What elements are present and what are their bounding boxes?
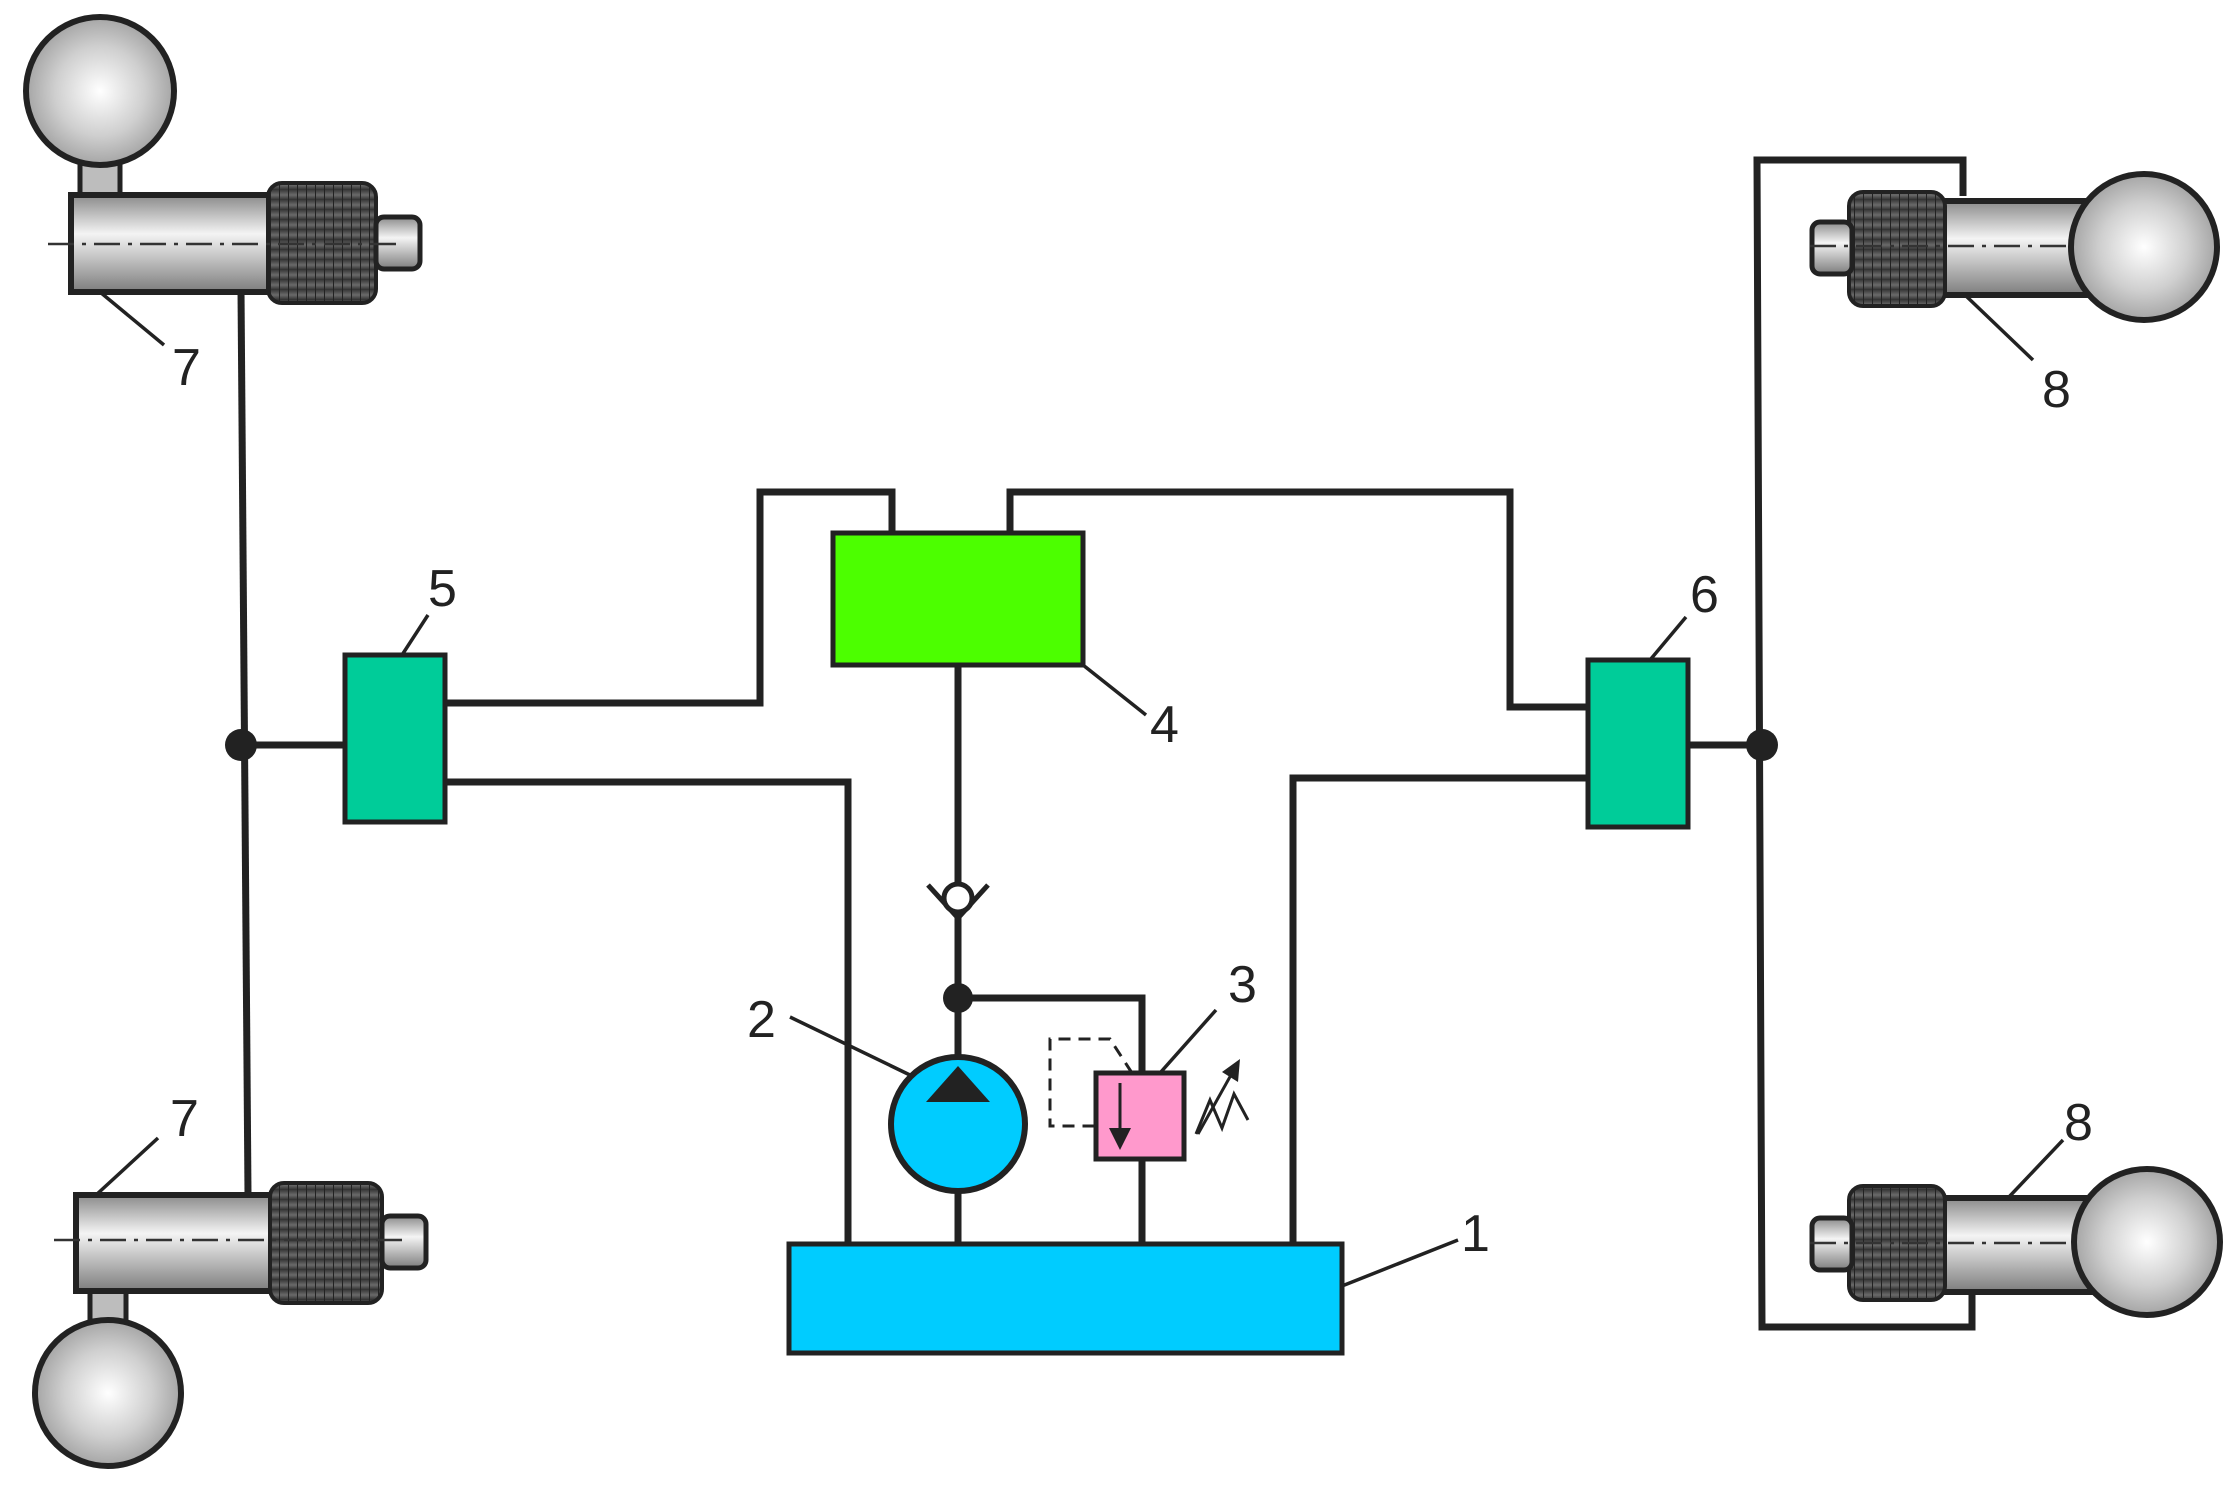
- label-cylinder-right-top: 8: [2042, 361, 2071, 419]
- line-valve5-to-accumulator: [445, 488, 896, 707]
- cylinder-left-bottom: [32, 1181, 429, 1469]
- label-accumulator: 4: [1150, 696, 1179, 754]
- wheel-icon: [2071, 1166, 2223, 1318]
- junction-right: [1746, 729, 1778, 761]
- label-relief-valve: 3: [1228, 956, 1257, 1014]
- line-valve6-to-tank: [1289, 774, 1588, 1244]
- relief-valve-icon: [1048, 1037, 1250, 1162]
- valve-right: [1585, 657, 1691, 830]
- accumulator: [830, 530, 1086, 668]
- label-pump: 2: [747, 991, 776, 1049]
- junction-pump: [943, 983, 973, 1013]
- label-valve-left: 5: [428, 560, 457, 618]
- cylinder-right-top: [1809, 171, 2220, 323]
- line-junction-to-relief: [958, 994, 1146, 1244]
- cylinder-left-top: [23, 14, 423, 305]
- wheel-icon: [23, 14, 177, 168]
- line-accumulator-to-valve6: [1006, 488, 1588, 711]
- label-tank: 1: [1461, 1205, 1490, 1263]
- label-cylinder-left-bottom: 7: [170, 1090, 199, 1148]
- label-valve-right: 6: [1690, 566, 1719, 624]
- label-cylinder-left-top: 7: [172, 339, 201, 397]
- line-right-loop: [1753, 156, 1976, 1331]
- wheel-icon: [2068, 171, 2220, 323]
- hydraulic-lines: [237, 156, 1976, 1331]
- tank: [786, 1241, 1345, 1356]
- valve-left: [342, 652, 448, 825]
- wheel-icon: [32, 1317, 184, 1469]
- line-valve5-to-tank: [445, 778, 852, 1244]
- junction-left: [225, 729, 257, 761]
- cylinder-right-bottom: [1809, 1166, 2223, 1318]
- check-valve-icon: [926, 881, 990, 922]
- pump-icon: [888, 1054, 1028, 1194]
- label-cylinder-right-bottom: 8: [2064, 1094, 2093, 1152]
- leader-lines: [94, 290, 2065, 1288]
